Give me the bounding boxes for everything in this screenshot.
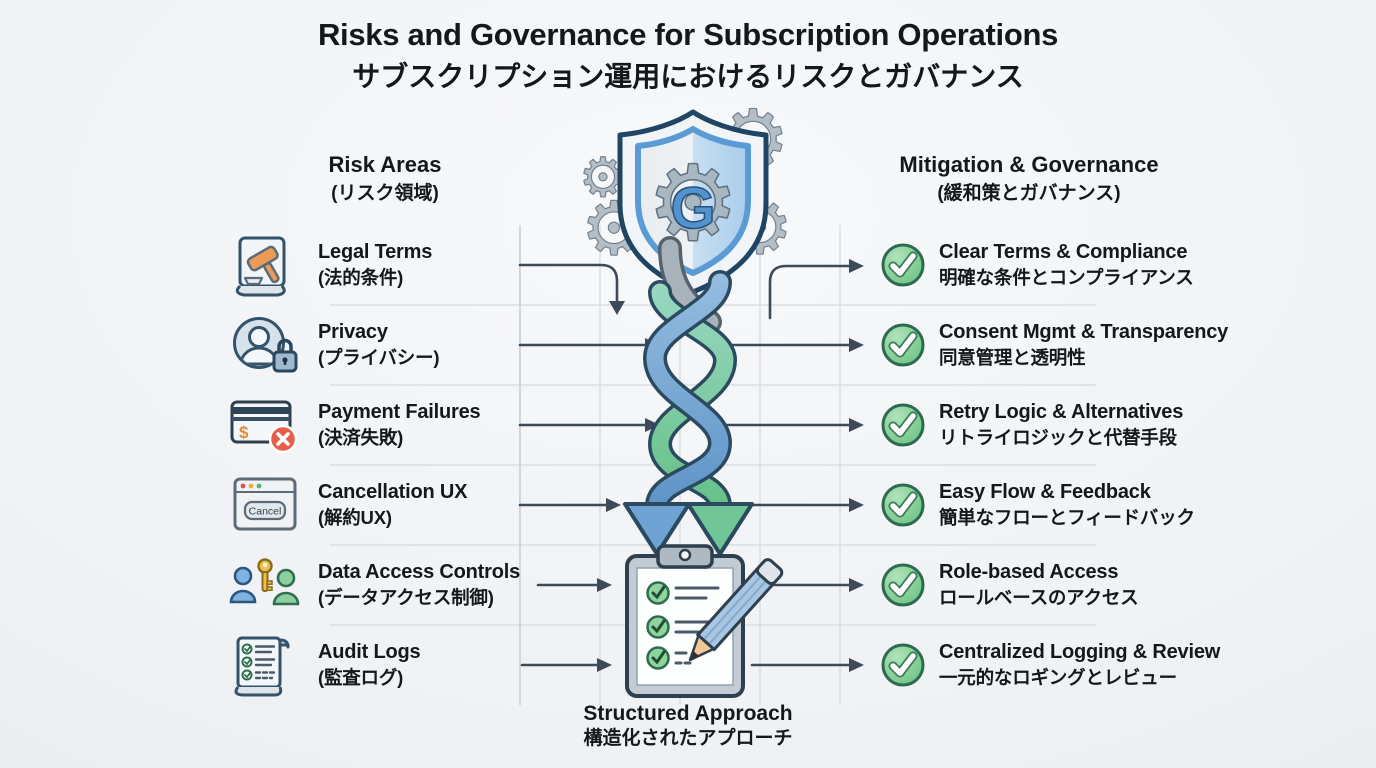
braided-flow [623,236,754,556]
list-item-legal-terms: Legal Terms (法的条件) [225,225,525,305]
shield-letter: G [670,176,715,241]
pencil-icon [688,558,784,662]
check-circle-icon [881,563,925,607]
check-circle-icon [881,483,925,527]
green-arrowhead-icon [686,502,754,556]
item-label-en: Data Access Controls [318,561,520,583]
item-label-en: Privacy [318,321,388,343]
item-label-ja: (法的条件) [318,267,404,288]
item-label-en: Legal Terms [318,241,433,263]
item-label-en: Audit Logs [318,641,421,663]
cancel-window-icon: Cancel [233,477,297,531]
risk-areas-header-ja: (リスク領域) [331,182,439,204]
structured-approach-caption: Structured Approach 構造化されたアプローチ [508,700,868,752]
list-item-audit-logs: Audit Logs (監査ログ) [225,625,525,705]
list-item-consent-mgmt: Consent Mgmt & Transparency 同意管理と透明性 [880,305,1260,385]
item-label-ja: 同意管理と透明性 [939,347,1086,368]
list-item-payment-failures: $ Payment Failures (決済失敗) [225,385,525,465]
mitigation-header-en: Mitigation & Governance [899,152,1159,177]
users-key-icon [229,558,300,606]
caption-en: Structured Approach [583,702,793,725]
item-label-en: Role-based Access [939,561,1119,583]
card-error-icon: $ [230,400,298,454]
item-label-ja: 簡単なフローとフィードバック [939,507,1195,528]
risk-areas-header-en: Risk Areas [328,152,442,177]
item-label-ja: (決済失敗) [318,427,404,448]
dollar-glyph: $ [239,423,249,442]
list-item-centralized-logging: Centralized Logging & Review 一元的なロギングとレビ… [880,625,1260,705]
item-label-en: Payment Failures [318,401,481,423]
item-label-en: Retry Logic & Alternatives [939,401,1184,423]
item-label-ja: (プライバシー) [318,347,440,368]
check-circle-icon [881,403,925,447]
check-circle-icon [881,643,925,687]
item-label-en: Consent Mgmt & Transparency [939,321,1229,343]
caption-ja: 構造化されたアプローチ [583,728,793,750]
title-ja: サブスクリプション運用におけるリスクとガバナンス [352,60,1024,92]
risk-areas-list: Legal Terms (法的条件) Priva [225,225,525,705]
log-scroll-icon [234,636,290,697]
item-label-ja: (監査ログ) [318,667,404,688]
clipboard-icon [625,544,784,698]
item-label-ja: 明確な条件とコンプライアンス [939,267,1194,288]
list-item-retry-logic: Retry Logic & Alternatives リトライロジックと代替手段 [880,385,1260,465]
cancel-button-label: Cancel [249,506,282,518]
list-item-easy-flow: Easy Flow & Feedback 簡単なフローとフィードバック [880,465,1260,545]
page-title: Risks and Governance for Subscription Op… [0,16,1376,94]
check-circle-icon [881,243,925,287]
checklist-rows [646,581,720,670]
mitigation-header-ja: (緩和策とガバナンス) [937,182,1121,204]
blue-arrowhead-icon [623,502,691,556]
list-item-data-access-controls: Data Access Controls (データアクセス制御) [225,545,525,625]
list-item-role-based-access: Role-based Access ロールベースのアクセス [880,545,1260,625]
center-artwork: ⚙ ⚙ ⚙ ⚙ ⚙ G [578,96,794,698]
risk-areas-header: Risk Areas (リスク領域) [225,150,545,207]
item-label-en: Clear Terms & Compliance [939,241,1188,263]
item-label-ja: (解約UX) [318,507,392,528]
item-label-en: Easy Flow & Feedback [939,481,1151,503]
item-label-en: Cancellation UX [318,481,468,503]
item-label-ja: リトライロジックと代替手段 [939,427,1177,448]
item-label-ja: 一元的なロギングとレビュー [939,667,1177,688]
mitigation-list: Clear Terms & Compliance 明確な条件とコンプライアンス … [880,225,1260,705]
list-item-cancellation-ux: Cancel Cancellation UX (解約UX) [225,465,525,545]
item-label-ja: (データアクセス制御) [318,587,494,608]
user-lock-icon [233,317,298,373]
title-en: Risks and Governance for Subscription Op… [317,17,1059,52]
item-label-en: Centralized Logging & Review [939,641,1221,663]
list-item-privacy: Privacy (プライバシー) [225,305,525,385]
item-label-ja: ロールベースのアクセス [939,587,1139,608]
mitigation-header: Mitigation & Governance (緩和策とガバナンス) [868,150,1190,207]
gavel-scroll-icon [235,236,286,297]
list-item-clear-terms: Clear Terms & Compliance 明確な条件とコンプライアンス [880,225,1260,305]
check-circle-icon [881,323,925,367]
